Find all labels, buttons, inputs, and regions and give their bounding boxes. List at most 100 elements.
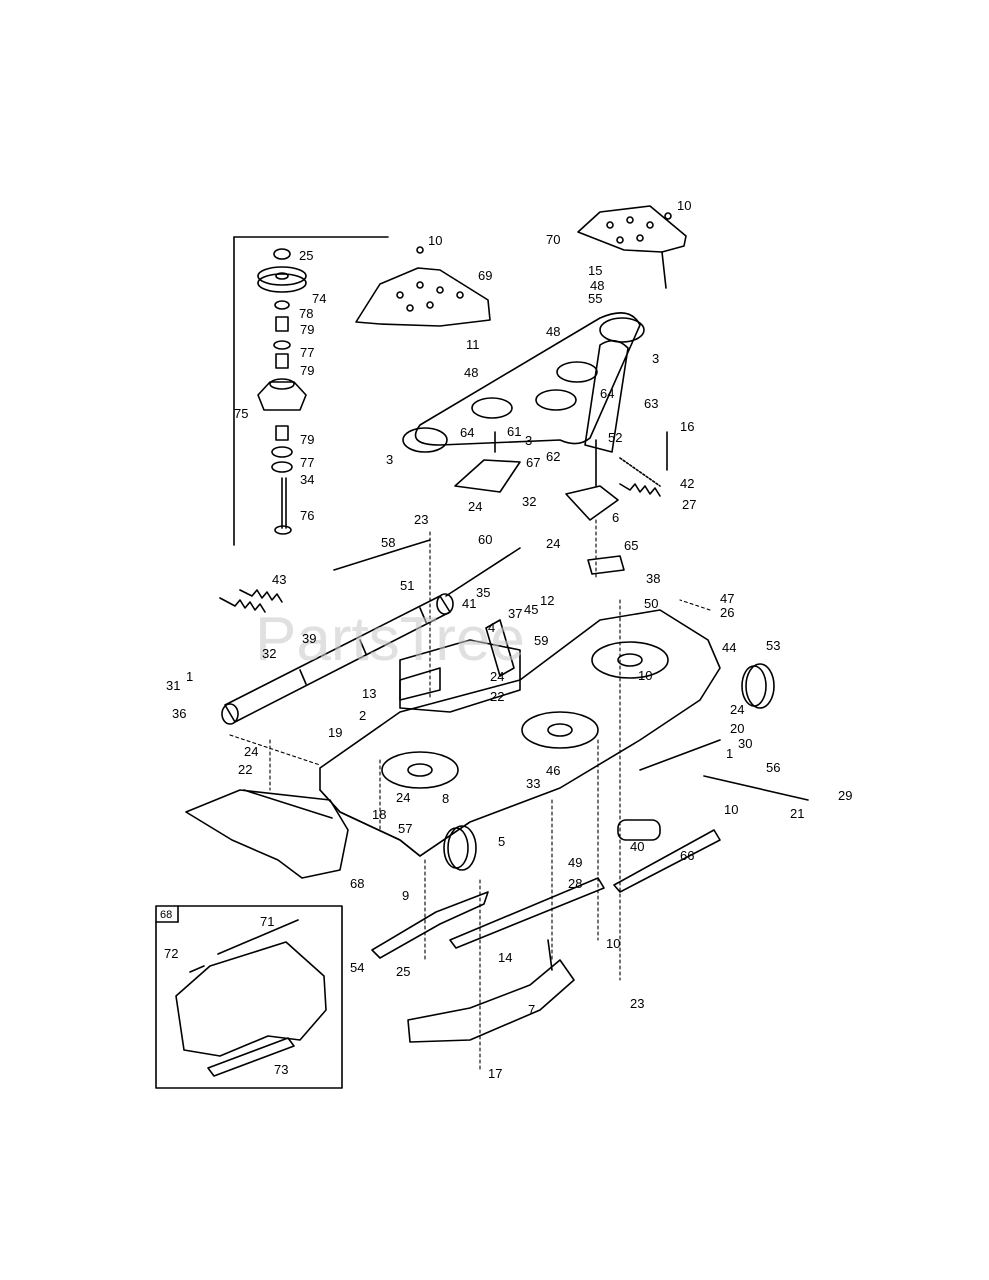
- callout-c52: 52: [608, 430, 622, 445]
- watermark-text: PartsTree: [255, 605, 525, 674]
- bracket-drawing: [454, 431, 668, 575]
- belt-cover-left-drawing: [355, 246, 491, 327]
- callout-c22b: 22: [238, 762, 252, 777]
- callout-c24a: 24: [468, 499, 482, 514]
- callout-c46: 46: [546, 763, 560, 778]
- callout-c14: 14: [498, 950, 512, 965]
- callout-c24f: 24: [396, 790, 410, 805]
- callout-c17: 17: [488, 1066, 502, 1081]
- callout-c26: 26: [720, 605, 734, 620]
- callout-c6: 6: [612, 510, 619, 525]
- callout-c58: 58: [381, 535, 395, 550]
- callout-c55: 55: [588, 291, 602, 306]
- callout-c11: 11: [466, 337, 480, 352]
- callout-c21: 21: [790, 806, 804, 821]
- callout-c49: 49: [568, 855, 582, 870]
- callout-c40: 40: [630, 839, 644, 854]
- belt-cover-right-drawing: [577, 205, 687, 289]
- callout-c32a: 32: [522, 494, 536, 509]
- callout-c3c: 3: [386, 452, 393, 467]
- callout-c70: 70: [546, 232, 560, 247]
- callout-c63: 63: [644, 396, 658, 411]
- callout-c10d: 10: [724, 802, 738, 817]
- callout-c4: 4: [488, 620, 495, 635]
- callout-c72: 72: [164, 946, 178, 961]
- side-rail-drawing: [449, 739, 809, 949]
- callout-c10e: 10: [606, 936, 620, 951]
- callout-c16: 16: [680, 419, 694, 434]
- callout-c24c: 24: [490, 669, 504, 684]
- callout-c35: 35: [476, 585, 490, 600]
- gauge-wheel-drawing: [443, 663, 775, 871]
- callout-c3b: 3: [525, 433, 532, 448]
- callout-c31: 31: [166, 678, 180, 693]
- callout-c15: 15: [588, 263, 602, 278]
- callout-c51: 51: [400, 578, 414, 593]
- spindle-assembly-drawing: [233, 236, 389, 546]
- callout-c20: 20: [730, 721, 744, 736]
- callout-c57: 57: [398, 821, 412, 836]
- callout-c5: 5: [498, 834, 505, 849]
- callout-c10b: 10: [677, 198, 691, 213]
- callout-c53: 53: [766, 638, 780, 653]
- callout-c32b: 32: [262, 646, 276, 661]
- callout-labels: 2574787977797579773476106910701548554811…: [164, 198, 852, 1081]
- blade-drawing: [371, 891, 489, 959]
- discharge-chute-drawing: [185, 789, 349, 879]
- callout-c47: 47: [720, 591, 734, 606]
- callout-c56: 56: [766, 760, 780, 775]
- callout-c37: 37: [508, 606, 522, 621]
- callout-c79a: 79: [300, 322, 314, 337]
- callout-c50: 50: [644, 596, 658, 611]
- callout-c78: 78: [299, 306, 313, 321]
- callout-c33: 33: [526, 776, 540, 791]
- callout-c61: 61: [507, 424, 521, 439]
- callout-c44: 44: [722, 640, 736, 655]
- callout-c45: 45: [524, 602, 538, 617]
- callout-c77b: 77: [300, 455, 314, 470]
- callout-c24e: 24: [244, 744, 258, 759]
- callout-c41: 41: [462, 596, 476, 611]
- callout-c9: 9: [402, 888, 409, 903]
- callout-c8: 8: [442, 791, 449, 806]
- callout-c48a: 48: [590, 278, 604, 293]
- callout-c29: 29: [838, 788, 852, 803]
- spring-drawing: [219, 483, 661, 613]
- callout-c68: 68: [350, 876, 364, 891]
- callout-c25a: 25: [299, 248, 313, 263]
- callout-c36: 36: [172, 706, 186, 721]
- belt-pulley-drawing: [402, 312, 645, 453]
- inset-tag: 68: [160, 909, 172, 921]
- callout-c64a: 64: [600, 386, 614, 401]
- callout-c27: 27: [682, 497, 696, 512]
- callout-c66: 66: [680, 848, 694, 863]
- callout-c7: 7: [528, 1002, 535, 1017]
- callout-c43: 43: [272, 572, 286, 587]
- callout-c76: 76: [300, 508, 314, 523]
- callout-c1b: 1: [726, 746, 733, 761]
- callout-c79c: 79: [300, 432, 314, 447]
- baffle-drawing: [407, 939, 575, 1043]
- callout-c12: 12: [540, 593, 554, 608]
- callout-c13: 13: [362, 686, 376, 701]
- callout-c71: 71: [260, 914, 274, 929]
- callout-c64b: 64: [460, 425, 474, 440]
- callout-c22a: 22: [490, 689, 504, 704]
- callout-c23b: 23: [630, 996, 644, 1011]
- callout-c19: 19: [328, 725, 342, 740]
- callout-c60: 60: [478, 532, 492, 547]
- callout-c3a: 3: [652, 351, 659, 366]
- callout-c39: 39: [302, 631, 316, 646]
- callout-c74: 74: [312, 291, 326, 306]
- callout-c69: 69: [478, 268, 492, 283]
- callout-c77a: 77: [300, 345, 314, 360]
- callout-c10c: 10: [638, 668, 652, 683]
- callout-c42: 42: [680, 476, 694, 491]
- callout-c34: 34: [300, 472, 314, 487]
- callout-c38: 38: [646, 571, 660, 586]
- callout-c2: 2: [359, 708, 366, 723]
- callout-c24b: 24: [546, 536, 560, 551]
- callout-c25b: 25: [396, 964, 410, 979]
- callout-c23a: 23: [414, 512, 428, 527]
